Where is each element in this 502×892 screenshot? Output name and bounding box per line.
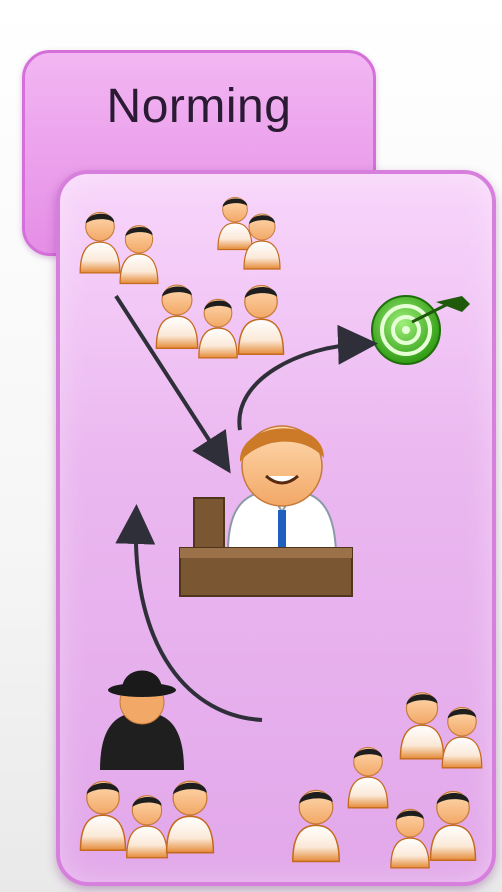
people-group-icon: [293, 790, 339, 861]
people-group-icon: [156, 285, 283, 358]
target-icon: [372, 296, 470, 364]
people-group-icon: [348, 747, 387, 807]
leader-at-desk-icon: [180, 426, 352, 596]
people-group-icon: [218, 197, 280, 269]
people-group-icon: [80, 212, 158, 283]
manager-bowler-hat-icon: [100, 671, 184, 771]
people-group-icon: [400, 693, 481, 768]
people-group-icon: [391, 792, 476, 868]
arrow-icon: [239, 344, 362, 430]
people-group-icon: [81, 781, 214, 858]
